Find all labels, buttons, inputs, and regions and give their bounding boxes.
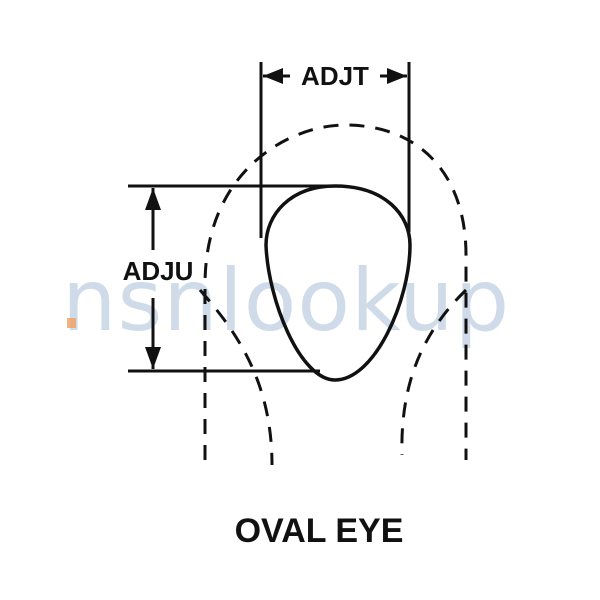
- fitting-outline-dashed: [198, 123, 468, 466]
- adju-label: ADJU: [123, 256, 194, 286]
- watermark-dot: [67, 318, 76, 328]
- oval-eye-shape: [264, 184, 412, 382]
- diagram-caption: OVAL EYE: [235, 512, 404, 550]
- outer-dashed-contour: [203, 123, 468, 460]
- watermark-text: nsnlookup: [62, 251, 510, 351]
- watermark: nsnlookup: [62, 251, 510, 351]
- adjt-right-arrowhead: [387, 68, 407, 84]
- adjt-label: ADJT: [301, 61, 369, 91]
- adju-bottom-arrowhead: [145, 347, 161, 369]
- adju-top-arrowhead: [145, 188, 161, 210]
- right-neck-dashed-line: [400, 288, 468, 456]
- adjt-left-arrowhead: [263, 68, 283, 84]
- left-neck-dashed-line: [198, 289, 274, 466]
